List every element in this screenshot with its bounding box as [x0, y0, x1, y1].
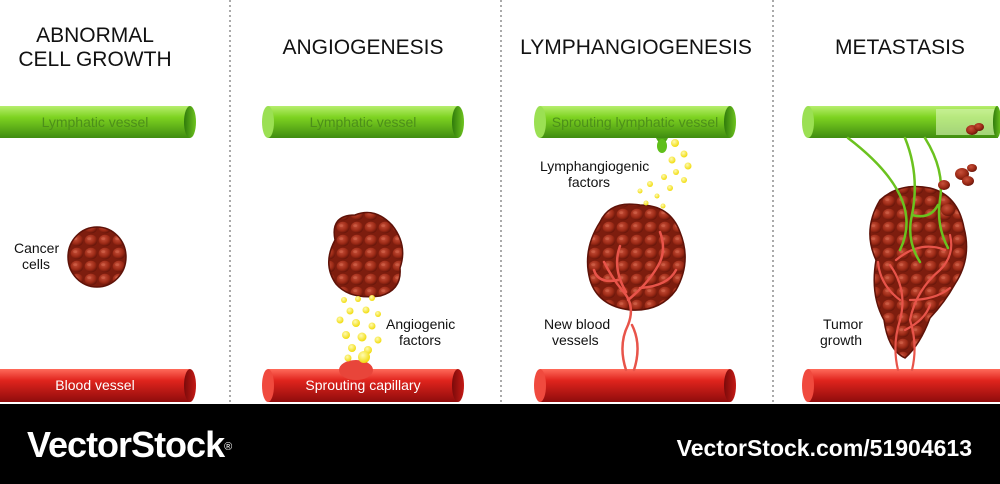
- capillary-sprout: [339, 360, 373, 380]
- lymphatic-vessel: [802, 106, 1000, 138]
- label-line: growth: [820, 332, 863, 348]
- label-line: Angiogenic: [386, 316, 456, 332]
- lymphatic-vessel: [534, 106, 736, 153]
- sprouting-lymphatic-vessel-label: Sprouting lymphatic vessel: [551, 114, 719, 130]
- new-blood-vessels-label: New blood vessels: [544, 316, 610, 348]
- label-line: Lymphangiogenic: [540, 158, 650, 174]
- panel-title-metastasis: METASTASIS: [835, 36, 965, 59]
- sprouting-lymphatic-branches: [846, 136, 950, 264]
- label-line: factors: [399, 332, 442, 348]
- new-blood-vessels: [592, 230, 678, 372]
- panel-title-angiogenesis: ANGIOGENESIS: [282, 36, 444, 59]
- panel-title-line: CELL GROWTH: [18, 48, 172, 71]
- brand-logo: VectorStock®: [27, 424, 232, 465]
- blood-vessel: [534, 369, 736, 402]
- blood-vessel: [0, 369, 196, 402]
- tumor-mass: [869, 185, 968, 359]
- angiogenic-factor-dots: [336, 295, 382, 363]
- metastatic-cells: [938, 123, 984, 216]
- tumor-growth-label: Tumor growth: [820, 316, 863, 348]
- lymphangiogenic-factors-label: Lymphangiogenic factors: [540, 158, 649, 190]
- blood-vessel-label: Blood vessel: [55, 377, 135, 393]
- tumor-progression-diagram: [0, 0, 1000, 404]
- lymphatic-vessel-label: Lymphatic vessel: [309, 114, 417, 130]
- tumor-blood-vessels: [876, 233, 953, 372]
- panel-title-line: ABNORMAL: [36, 24, 154, 47]
- diagram-canvas: ABNORMAL CELL GROWTH ANGIOGENESIS LYMPHA…: [0, 0, 1000, 404]
- label-line: cells: [22, 256, 51, 272]
- label-line: New blood: [544, 316, 611, 332]
- image-url: VectorStock.com/51904613: [676, 435, 972, 461]
- registered-mark: ®: [224, 441, 232, 453]
- panel-title-abnormal-cell-growth: ABNORMAL CELL GROWTH: [0, 24, 190, 72]
- cancer-cells-label: Cancer cells: [14, 240, 59, 272]
- sprouting-capillary-label: Sprouting capillary: [305, 377, 421, 393]
- lymphatic-vessel: [262, 106, 464, 138]
- blood-vessel: [802, 369, 1000, 402]
- lymphangiogenic-factor-dots: [637, 139, 692, 209]
- brand-name: VectorStock: [27, 424, 225, 465]
- cancer-cell-cluster: [67, 226, 127, 288]
- tumor-mass: [328, 211, 404, 298]
- lymphatic-vessel: [0, 106, 196, 138]
- label-line: vessels: [552, 332, 599, 348]
- watermark-footer: VectorStock® VectorStock.com/51904613: [0, 404, 1000, 484]
- label-line: factors: [568, 174, 611, 190]
- label-line: Tumor: [823, 316, 863, 332]
- angiogenic-factors-label: Angiogenic factors: [386, 316, 455, 348]
- lymphatic-vessel-label: Lymphatic vessel: [41, 114, 149, 130]
- label-line: Cancer: [14, 240, 60, 256]
- panel-title-lymphangiogenesis: LYMPHANGIOGENESIS: [520, 36, 752, 59]
